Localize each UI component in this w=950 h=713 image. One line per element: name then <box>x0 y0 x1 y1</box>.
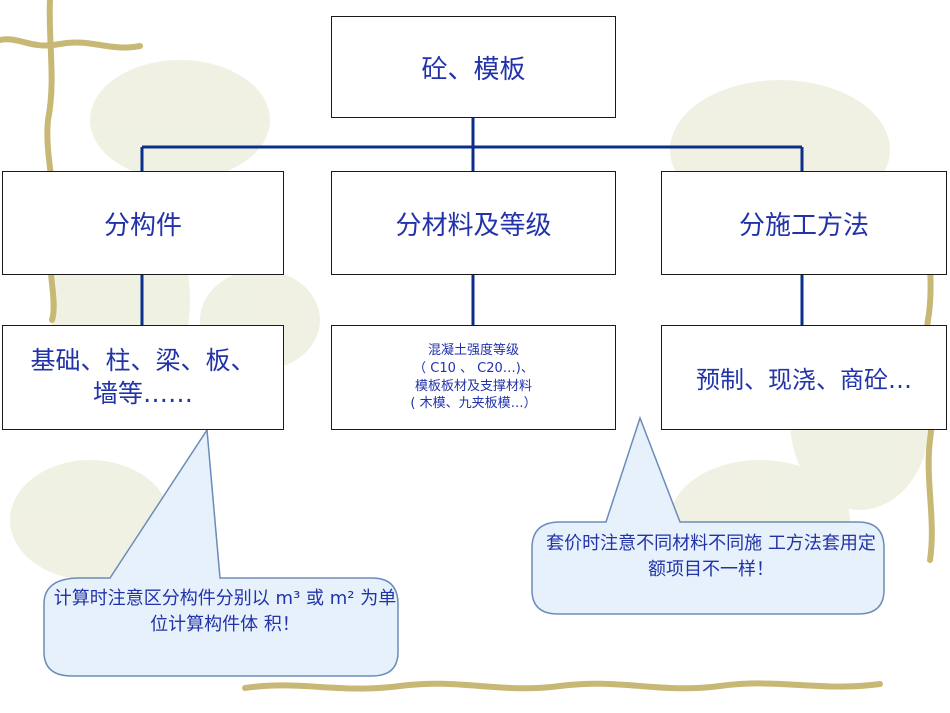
root-node: 砼、模板 <box>331 16 616 118</box>
callout-left-line: 计算时注意区分构件分别以 <box>53 588 270 609</box>
callout-left-line: 积！ <box>263 614 300 636</box>
category-label-materials: 分材料及等级 <box>395 210 552 241</box>
callout-right-line: 工方法套用定额项目不一样！ <box>648 533 876 581</box>
detail-node-materials: 混凝土强度等级 （ C10 、 C20…)、 模板板材及支撑材料 ( 木模、九夹… <box>331 325 616 430</box>
root-label: 砼、模板 <box>421 54 526 85</box>
callout-right: 套价时注意不同材料不同施 工方法套用定额项目不一样！ <box>540 531 882 583</box>
callout-left-line: m³ 或 m² 为单位计算构件体 <box>150 588 397 636</box>
category-node-materials: 分材料及等级 <box>331 171 616 275</box>
detail-methods-line: 预制、现浇、商砼… <box>696 366 912 394</box>
detail-node-components: 基础、柱、梁、板、 墙等…… <box>2 325 284 430</box>
category-label-components: 分构件 <box>103 210 182 241</box>
detail-components-line: 基础、柱、梁、板、 <box>30 346 256 375</box>
detail-materials-line: （ C10 、 C20…)、 <box>413 360 534 376</box>
category-node-components: 分构件 <box>2 171 284 275</box>
callout-left-bubble <box>43 427 399 677</box>
category-node-methods: 分施工方法 <box>661 171 947 275</box>
detail-components-line: 墙等…… <box>92 378 193 408</box>
callout-left: 计算时注意区分构件分别以 m³ 或 m² 为单位计算构件体 积！ <box>52 586 398 638</box>
detail-materials-line: 模板板材及支撑材料 <box>414 378 532 394</box>
callout-right-bubble <box>531 415 885 615</box>
category-label-methods: 分施工方法 <box>738 210 869 241</box>
callout-right-line: 套价时注意不同材料不同施 <box>546 533 763 554</box>
detail-materials-line: ( 木模、九夹板模…） <box>410 396 537 412</box>
detail-node-methods: 预制、现浇、商砼… <box>661 325 947 430</box>
detail-materials-line: 混凝土强度等级 <box>427 343 519 359</box>
